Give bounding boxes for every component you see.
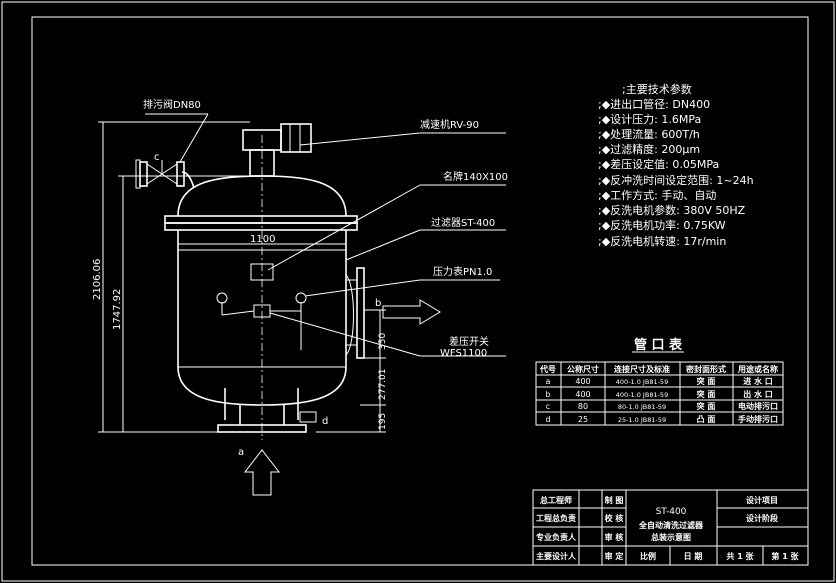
leader-lines [145,113,506,357]
label-filter: 过滤器ST-400 [431,216,495,229]
tech-param-item: ;◆进出口管径: DN400 [598,97,710,111]
title-block-cell: 校 核 [605,513,624,523]
drain-flange-left [139,161,148,187]
tech-params-title: ;主要技术参数 [622,82,692,96]
title-block-cell: 主要设计人 [536,551,577,561]
port-c: c [154,152,160,163]
label-drain-valve: 排污阀DN80 [143,98,201,111]
title-block-cell: 审 定 [605,551,624,561]
dim-1100: 1100 [250,234,275,245]
label-dp-switch: 差压开关 [449,335,489,348]
body-flange-bottom [164,222,358,231]
dim-195: 195 [378,413,388,430]
tech-param-item: ;◆差压设定值: 0.05MPa [598,157,719,171]
label-pressure-gauge: 压力表PN1.0 [433,265,492,278]
title-block-design-stage: 设计阶段 [746,513,778,523]
dim-1747: 1747.92 [112,289,123,330]
manual-drain-valve [299,411,317,423]
drain-flange-right [176,161,185,187]
title-block-cell: 审 核 [605,532,624,542]
dimension-lines [98,121,386,433]
tech-param-item: ;◆反洗电机参数: 380V 50HZ [598,203,746,217]
pipe-table-header: 公称尺寸 [567,364,599,374]
title-block-date: 日 期 [684,551,703,561]
pressure-gauge-left [216,292,228,304]
title-block-sheet-no: 第 1 张 [771,551,799,561]
tech-params: ;主要技术参数 ;◆进出口管径: DN400 ;◆设计压力: 1.6MPa ;◆… [598,82,754,248]
outlet-flow-arrow [382,299,441,325]
title-block-design-project: 设计项目 [746,495,778,505]
port-b: b [375,298,381,309]
pipe-table-cell: b [545,390,550,399]
inner-border [31,16,809,566]
port-a: a [238,447,244,458]
tech-param-item: ;◆过滤精度: 200μm [598,142,700,156]
title-block-ratio: 比例 [640,551,656,561]
pressure-gauge-right [295,292,307,304]
label-dp-switch-model: WFS1100 [440,348,487,359]
pipe-table-cell: 400-1.0 JB81-59 [616,391,668,399]
pipe-table-title: 管 口 表 [634,337,683,353]
pipe-table-cell: c [546,402,550,411]
dim-277: 277.01 [378,369,388,401]
dim-2106: 2106.06 [92,259,103,300]
tech-param-item: ;◆工作方式: 手动、自动 [598,188,716,202]
pipe-table-cell: d [545,415,550,424]
tech-param-item: ;◆反洗电机转速: 17r/min [598,234,726,248]
pipe-table-cell: 突 面 [697,376,716,386]
pipe-table-cell: 手动排污口 [738,414,778,424]
pipe-table-cell: 进 水 口 [743,376,773,386]
pipe-table-cell: 25-1.0 JB81-59 [618,416,666,424]
title-block-cell: 总工程师 [540,495,572,505]
pipe-table-cell: 突 面 [697,389,716,399]
pipe-table-header: 用途或名称 [737,364,778,374]
pipe-table-cell: 出 水 口 [743,389,773,399]
title-block-drawing-type: 总装示意图 [651,532,691,542]
pipe-table-cell: 400 [575,377,590,386]
body-flange-top [164,215,358,224]
drain-pipe [181,171,195,189]
filter-vessel [135,123,441,496]
inlet-flange [217,424,307,433]
tech-param-item: ;◆处理流量: 600T/h [598,127,700,141]
pipe-table-cell: 凸 面 [697,415,716,424]
port-d: d [322,416,328,427]
tech-param-item: ;◆反洗电机功率: 0.75KW [598,218,726,232]
pipe-table-cell: 400-1.0 JB81-59 [616,378,668,386]
title-block: 总工程师 制 图 工程总负责 校 核 专业负责人 审 核 主要设计人 审 定 S… [532,489,809,566]
label-reducer: 减速机RV-90 [420,118,479,131]
motor-body [280,123,312,153]
pipe-table-header: 代号 [539,364,556,374]
pipe-table-header: 密封面形式 [685,364,726,374]
dim-350: 350 [378,333,388,350]
title-block-drawing-name: 全自动清洗过滤器 [638,520,704,530]
label-nameplate: 名牌140X100 [443,170,508,183]
pipe-table-cell: 400 [575,390,590,399]
pipe-table-cell: 突 面 [697,401,716,411]
pipe-table: 管 口 表 代号 公称尺寸 连接尺寸及标准 密封面形式 用途或名称 a 400 … [535,337,784,426]
title-block-cell: 制 图 [605,495,624,505]
tech-param-item: ;◆设计压力: 1.6MPa [598,113,701,126]
pipe-table-cell: 80-1.0 JB81-59 [618,403,666,411]
bottom-head [177,366,347,406]
pipe-table-cell: 电动排污口 [738,401,778,411]
nameplate-box [250,263,274,281]
pipe-table-header: 连接尺寸及标准 [614,364,670,374]
title-block-sheet-total: 共 1 张 [726,551,754,561]
outlet-nozzle-curve [345,274,354,356]
outlet-flange [356,267,365,359]
title-block-cell: 专业负责人 [536,532,577,542]
pipe-table-cell: 80 [578,402,588,411]
pipe-table-cell: 25 [578,415,588,424]
tech-param-item: ;◆反冲洗时间设定范围: 1~24h [598,173,754,187]
title-block-cell: 工程总负责 [536,513,576,523]
pipe-table-cell: a [546,377,551,386]
title-block-model: ST-400 [656,507,687,517]
inlet-flow-arrow [243,449,281,496]
